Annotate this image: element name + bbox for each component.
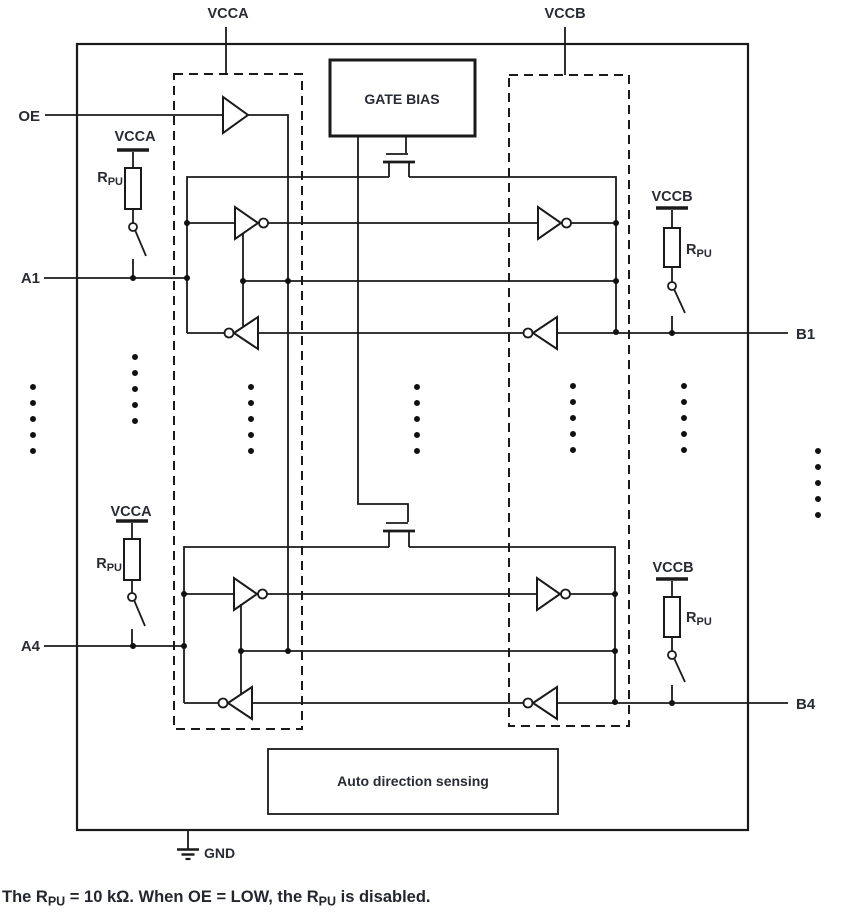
ch1-a-pullup-vcca-label: VCCA (114, 129, 156, 145)
mosfet1-terminals (388, 162, 410, 177)
ch4-a-forward-inverter (233, 576, 259, 612)
ch1-b-forward-inverter-bubble (561, 217, 572, 229)
repetition-ellipsis-dots (30, 354, 821, 534)
ch1-b-pullup-rpu-label: RPU (686, 242, 712, 260)
ch1-a-reverse-inverter-bubble (223, 327, 235, 339)
vcca-top-label: VCCA (207, 6, 249, 22)
ch4-b-pullup-rpu-label: RPU (686, 610, 712, 628)
vcca-domain-dashed-box (173, 73, 303, 730)
gnd-label: GND (204, 845, 235, 861)
ch4-b-pullup-vccb-label: VCCB (652, 560, 693, 576)
ch4-a-switch-contact (127, 592, 137, 602)
ch1-b-forward-inverter (537, 205, 563, 241)
ch1-a-forward-inverter (234, 205, 260, 241)
ch4-junction-dots (130, 591, 675, 706)
gate-bias-block (328, 58, 477, 138)
auto-direction-sensing-label: Auto direction sensing (337, 773, 489, 789)
ch4-b-reverse-inverter (531, 685, 558, 721)
gate-bias-line-to-mosfet2 (357, 136, 409, 522)
ch4-a-pullup-resistor (123, 538, 141, 581)
ch4-a-forward-inverter-bubble (257, 588, 268, 600)
ch4-b-bus (409, 546, 616, 703)
oe-distribution-wire (248, 114, 289, 652)
a4-pin-label: A4 (21, 638, 41, 655)
ch1-a-forward-inverter-bubble (258, 217, 269, 229)
ch1-a-switch-blade (134, 229, 147, 257)
oe-pin-label: OE (18, 108, 40, 125)
ch4-a-pullup: VCCA RPU (96, 504, 152, 646)
ch1-b-reverse-inverter (531, 315, 558, 351)
ch1-b-reverse-inverter-bubble (522, 327, 534, 339)
ch1-b-switch-contact (667, 281, 677, 291)
ch1-b-pullup-vccb-label: VCCB (651, 189, 692, 205)
ch4-a-reverse-inverter (226, 685, 253, 721)
ch1-b-bus (409, 176, 617, 333)
rpu-footnote: The RPU = 10 kΩ. When OE = LOW, the RPU … (2, 888, 431, 909)
mosfet2-terminals (388, 531, 410, 547)
ch4-a-reverse-inverter-bubble (217, 697, 229, 709)
auto-direction-sensing-block (267, 748, 559, 815)
oe-buffer-triangle (222, 95, 250, 135)
ch4-a-pullup-rpu-label: RPU (96, 556, 122, 574)
mosfet1-pass-transistor (383, 153, 415, 177)
ch1-junction-dots (130, 220, 675, 336)
chip-outline (75, 42, 750, 832)
a1-pin-label: A1 (21, 270, 40, 287)
ch4-b-forward-inverter-bubble (560, 588, 571, 600)
ch1-b-pullup-resistor (663, 227, 681, 268)
ch4-a-pullup-vcca-label: VCCA (110, 504, 152, 520)
ch4-b-pullup-resistor (663, 596, 681, 638)
gate-bias-label: GATE BIAS (364, 91, 439, 107)
ch4-b-switch-contact (667, 650, 677, 660)
vccb-domain-dashed-box (508, 74, 630, 727)
ch4-b-forward-inverter (536, 576, 562, 612)
ch1-b-switch-blade (673, 288, 686, 314)
ch1-a-pullup-rpu-label: RPU (97, 170, 123, 188)
ch4-b-pullup: VCCB RPU (652, 560, 712, 703)
ch4-b-reverse-inverter-bubble (522, 697, 534, 709)
ch1-a-pullup-resistor (124, 167, 142, 210)
ch1-a-switch-contact (128, 222, 138, 232)
b1-pin-label: B1 (796, 326, 815, 343)
ch4-a-bus (183, 546, 389, 703)
ch1-b-pullup: VCCB RPU (651, 189, 712, 333)
ch4-a-switch-blade (133, 599, 146, 627)
ch4-b-switch-blade (673, 657, 686, 683)
ch1-a-pullup: VCCA RPU (97, 129, 156, 278)
vccb-top-label: VCCB (544, 6, 585, 22)
ch1-a-reverse-inverter (232, 315, 259, 351)
gnd-symbol (177, 830, 199, 861)
mosfet2-pass-transistor (383, 522, 415, 547)
b4-pin-label: B4 (796, 696, 816, 713)
